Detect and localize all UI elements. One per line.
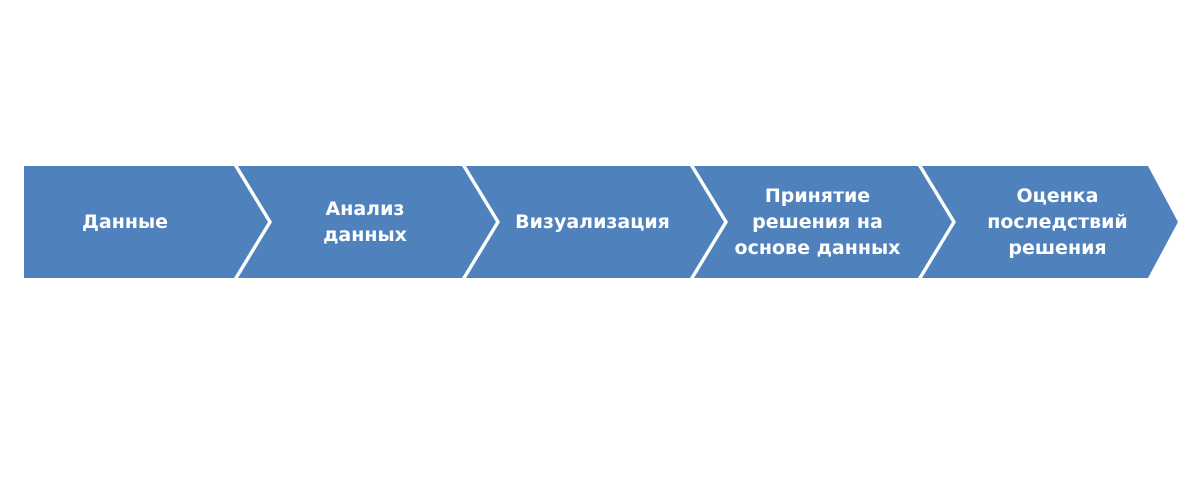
step-label-data-driven-decision: Принятие решения на основе данных: [734, 185, 901, 259]
step-shape-data-driven-decision: [694, 166, 952, 278]
step-shape-visualization: [466, 166, 724, 278]
step-label-data-analysis: Анализ данных: [323, 198, 407, 246]
step-label-visualization: Визуализация: [515, 211, 670, 233]
step-shape-data: [24, 166, 268, 278]
step-shape-decision-impact-assessment: [922, 166, 1178, 278]
step-label-data: Данные: [81, 211, 169, 233]
step-label-decision-impact-assessment: Оценка последствий решения: [987, 185, 1128, 259]
step-shape-data-analysis: [238, 166, 496, 278]
